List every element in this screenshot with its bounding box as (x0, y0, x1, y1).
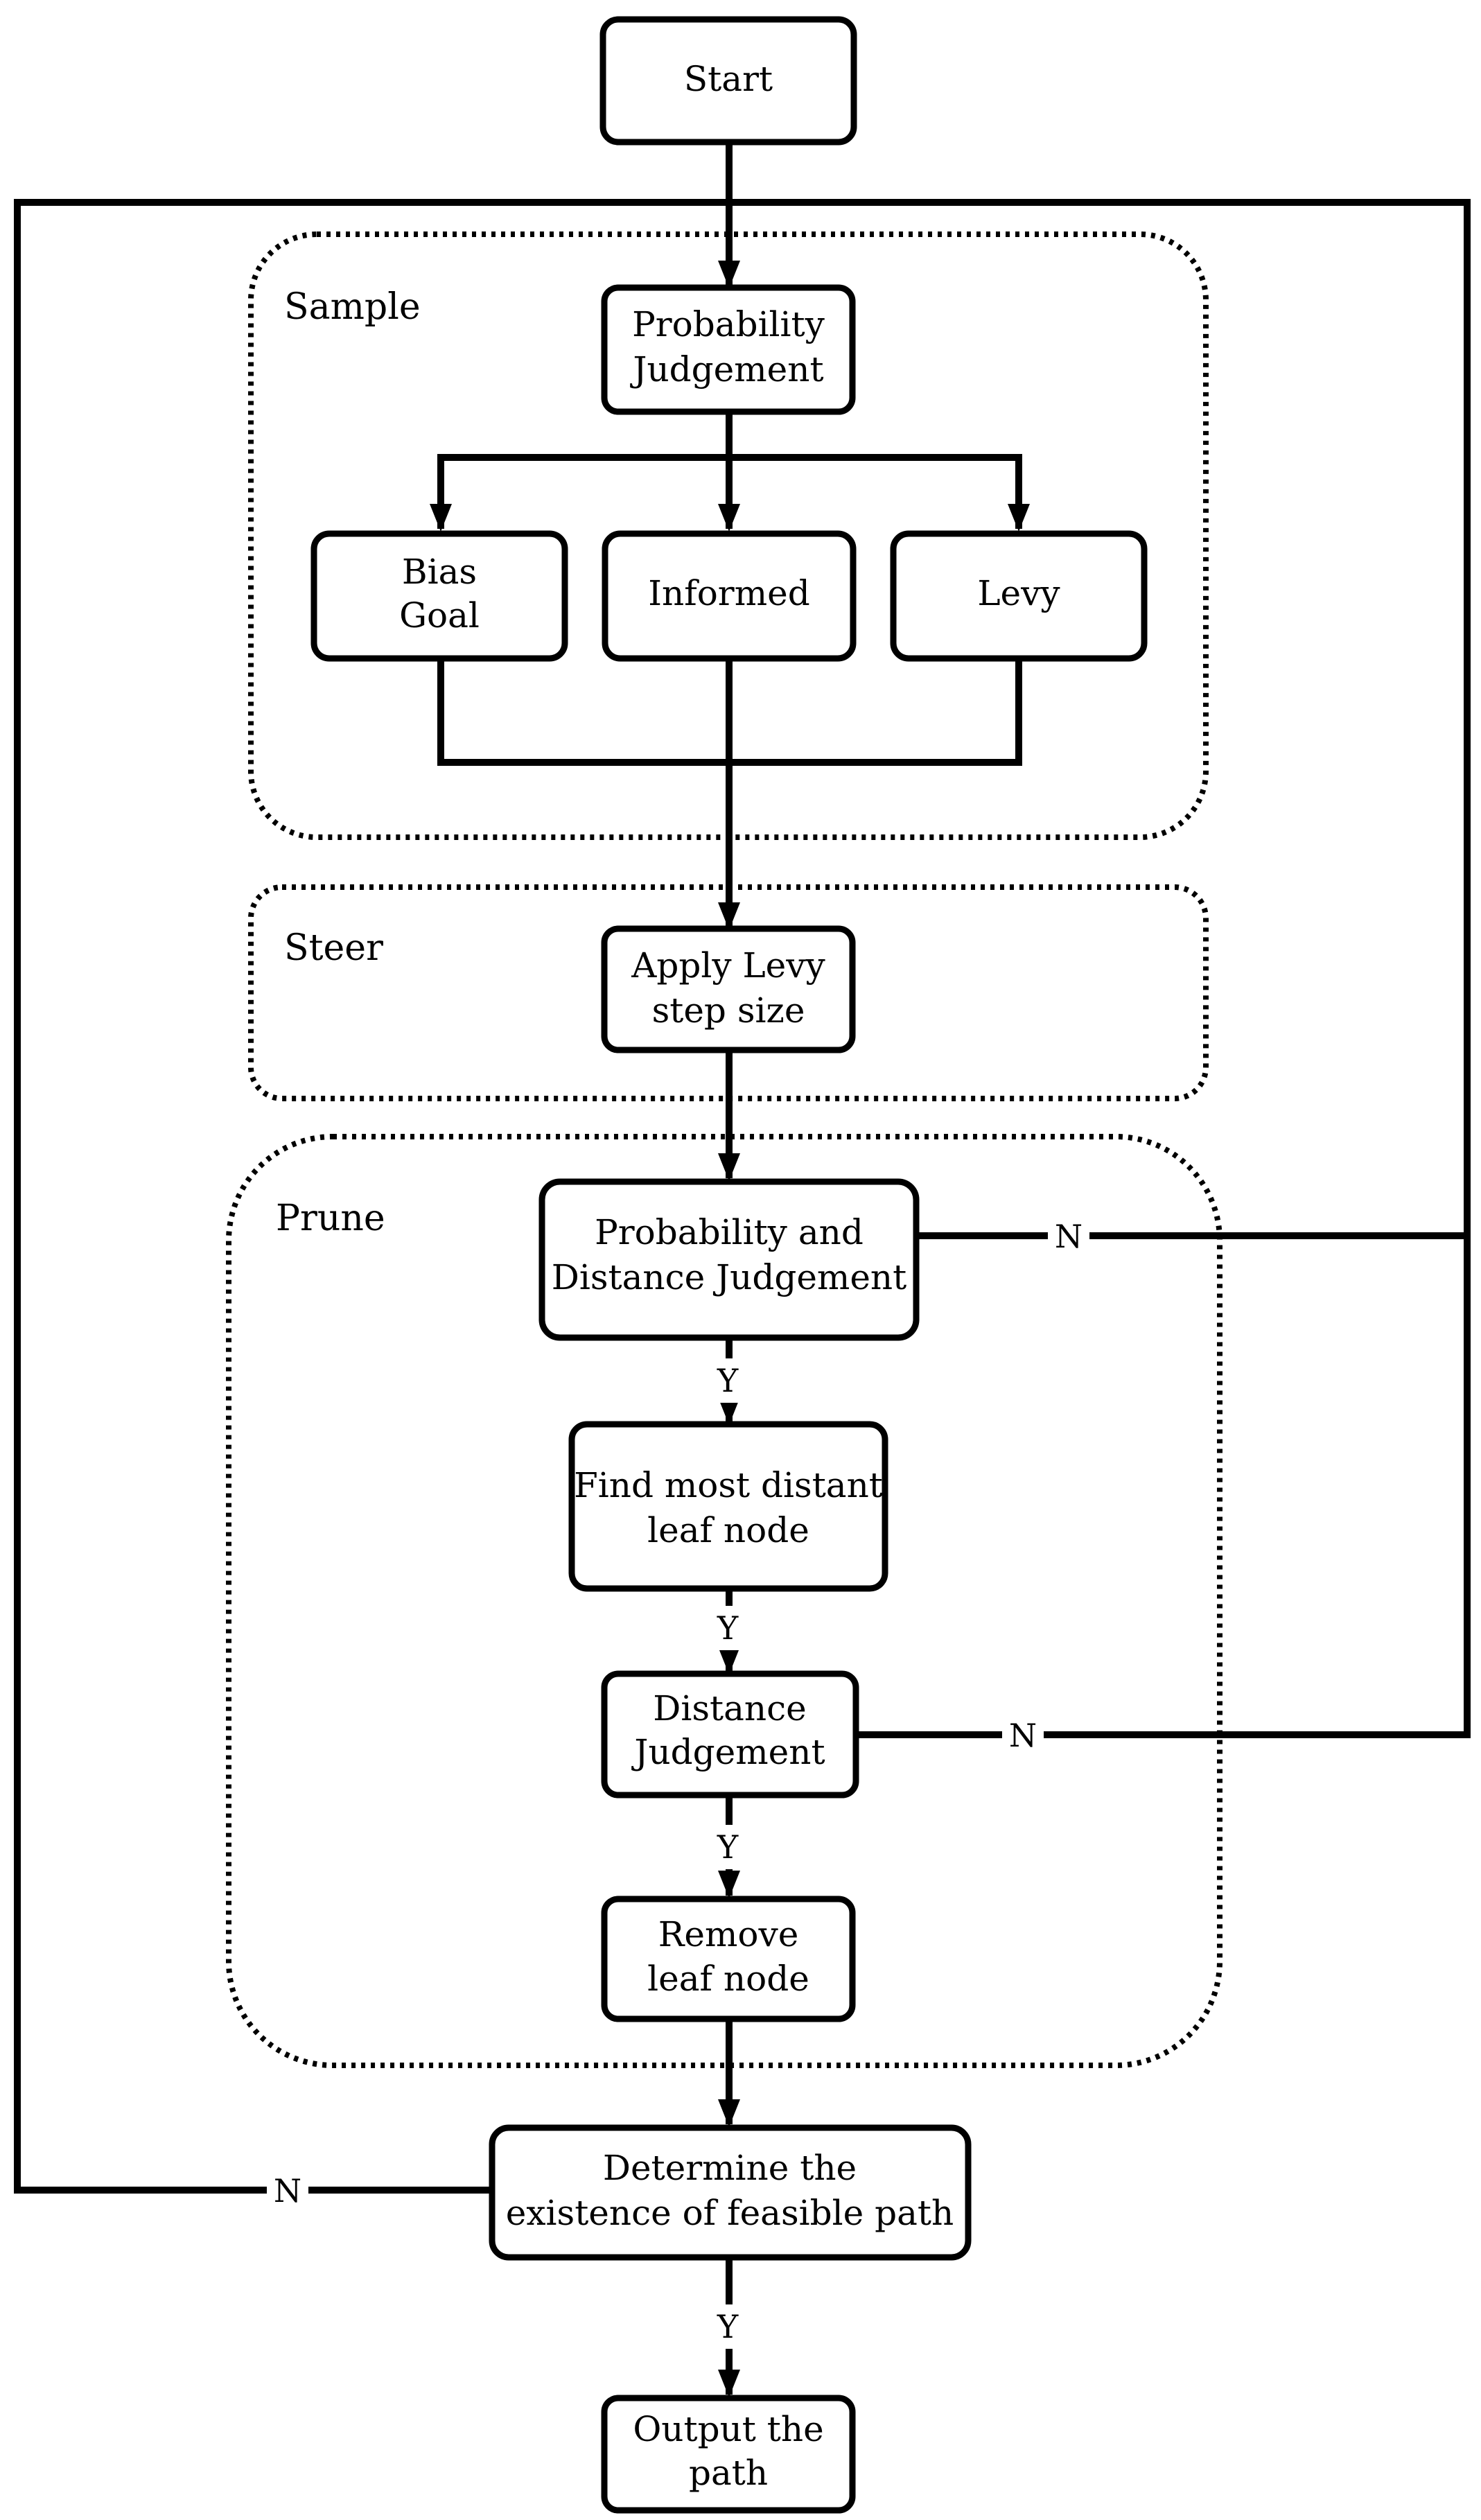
no-labels: N N N (267, 1216, 1089, 2211)
node-remove-leaf-line-2: leaf node (647, 1959, 809, 1999)
node-probability-distance-judgement: Probability and Distance Judgement (538, 1178, 920, 1341)
edge-distance-no-loop (856, 1236, 1471, 1738)
node-start: Start (599, 16, 857, 146)
edge-label-yes-2: Y (717, 1609, 739, 1647)
node-determine-line-1: Determine the (603, 2148, 857, 2188)
edge-label-no-2: N (1009, 1717, 1037, 1754)
node-remove-leaf-line-1: Remove (658, 1914, 799, 1954)
edge-label-no-3: N (274, 2172, 301, 2210)
node-output-path: Output the path (601, 2395, 856, 2514)
node-apply-levy-line-2: step size (652, 990, 805, 1031)
node-find-leaf-line-1: Find most distant (574, 1465, 883, 1505)
node-levy: Levy (890, 530, 1148, 662)
node-informed-label: Informed (648, 573, 809, 613)
node-probability-judgement: Probability Judgement (601, 284, 856, 415)
node-bias-goal-line-1: Bias (402, 552, 477, 592)
node-probability-judgement-line-1: Probability (632, 304, 825, 344)
node-prob-dist-line-1: Probability and (595, 1212, 864, 1252)
node-levy-label: Levy (977, 573, 1060, 613)
node-prob-dist-line-2: Distance Judgement (552, 1257, 906, 1297)
node-distance-line-1: Distance (653, 1688, 806, 1729)
prune-group-label: Prune (276, 1198, 385, 1239)
node-find-most-distant-leaf: Find most distant leaf node (568, 1421, 888, 1592)
steer-group-label: Steer (284, 927, 383, 969)
edge-probability-to-levy (729, 454, 1030, 532)
edge-label-yes-3: Y (717, 1828, 739, 1866)
node-determine-line-2: existence of feasible path (506, 2193, 954, 2233)
node-apply-levy-step-size: Apply Levy step size (601, 925, 856, 1053)
node-output-line-2: path (689, 2453, 768, 2493)
node-distance-line-2: Judgement (631, 1732, 825, 1772)
node-find-leaf-line-2: leaf node (647, 1510, 809, 1550)
edge-label-yes-4: Y (717, 2308, 739, 2345)
node-bias-goal-line-2: Goal (399, 595, 480, 636)
sample-group-label: Sample (284, 286, 421, 328)
node-determine-feasible-path: Determine the existence of feasible path (489, 2124, 972, 2261)
node-output-line-1: Output the (633, 2409, 823, 2449)
edge-label-yes-1: Y (717, 1362, 739, 1399)
node-start-label: Start (684, 59, 773, 99)
edge-determine-no-loop (14, 199, 729, 2194)
node-remove-leaf: Remove leaf node (601, 1896, 856, 2022)
node-bias-goal: Bias Goal (310, 530, 568, 662)
edge-label-no-1: N (1055, 1218, 1083, 1255)
prune-group-box (226, 1134, 1223, 2068)
node-distance-judgement: Distance Judgement (601, 1670, 859, 1799)
node-probability-judgement-line-2: Judgement (629, 349, 823, 390)
edge-prob-dist-no-loop (729, 199, 1471, 1239)
yes-labels: Y Y Y Y (708, 1358, 747, 2349)
edge-probability-to-bias-goal (430, 454, 729, 532)
node-apply-levy-line-1: Apply Levy (631, 945, 825, 986)
node-informed: Informed (602, 530, 857, 662)
